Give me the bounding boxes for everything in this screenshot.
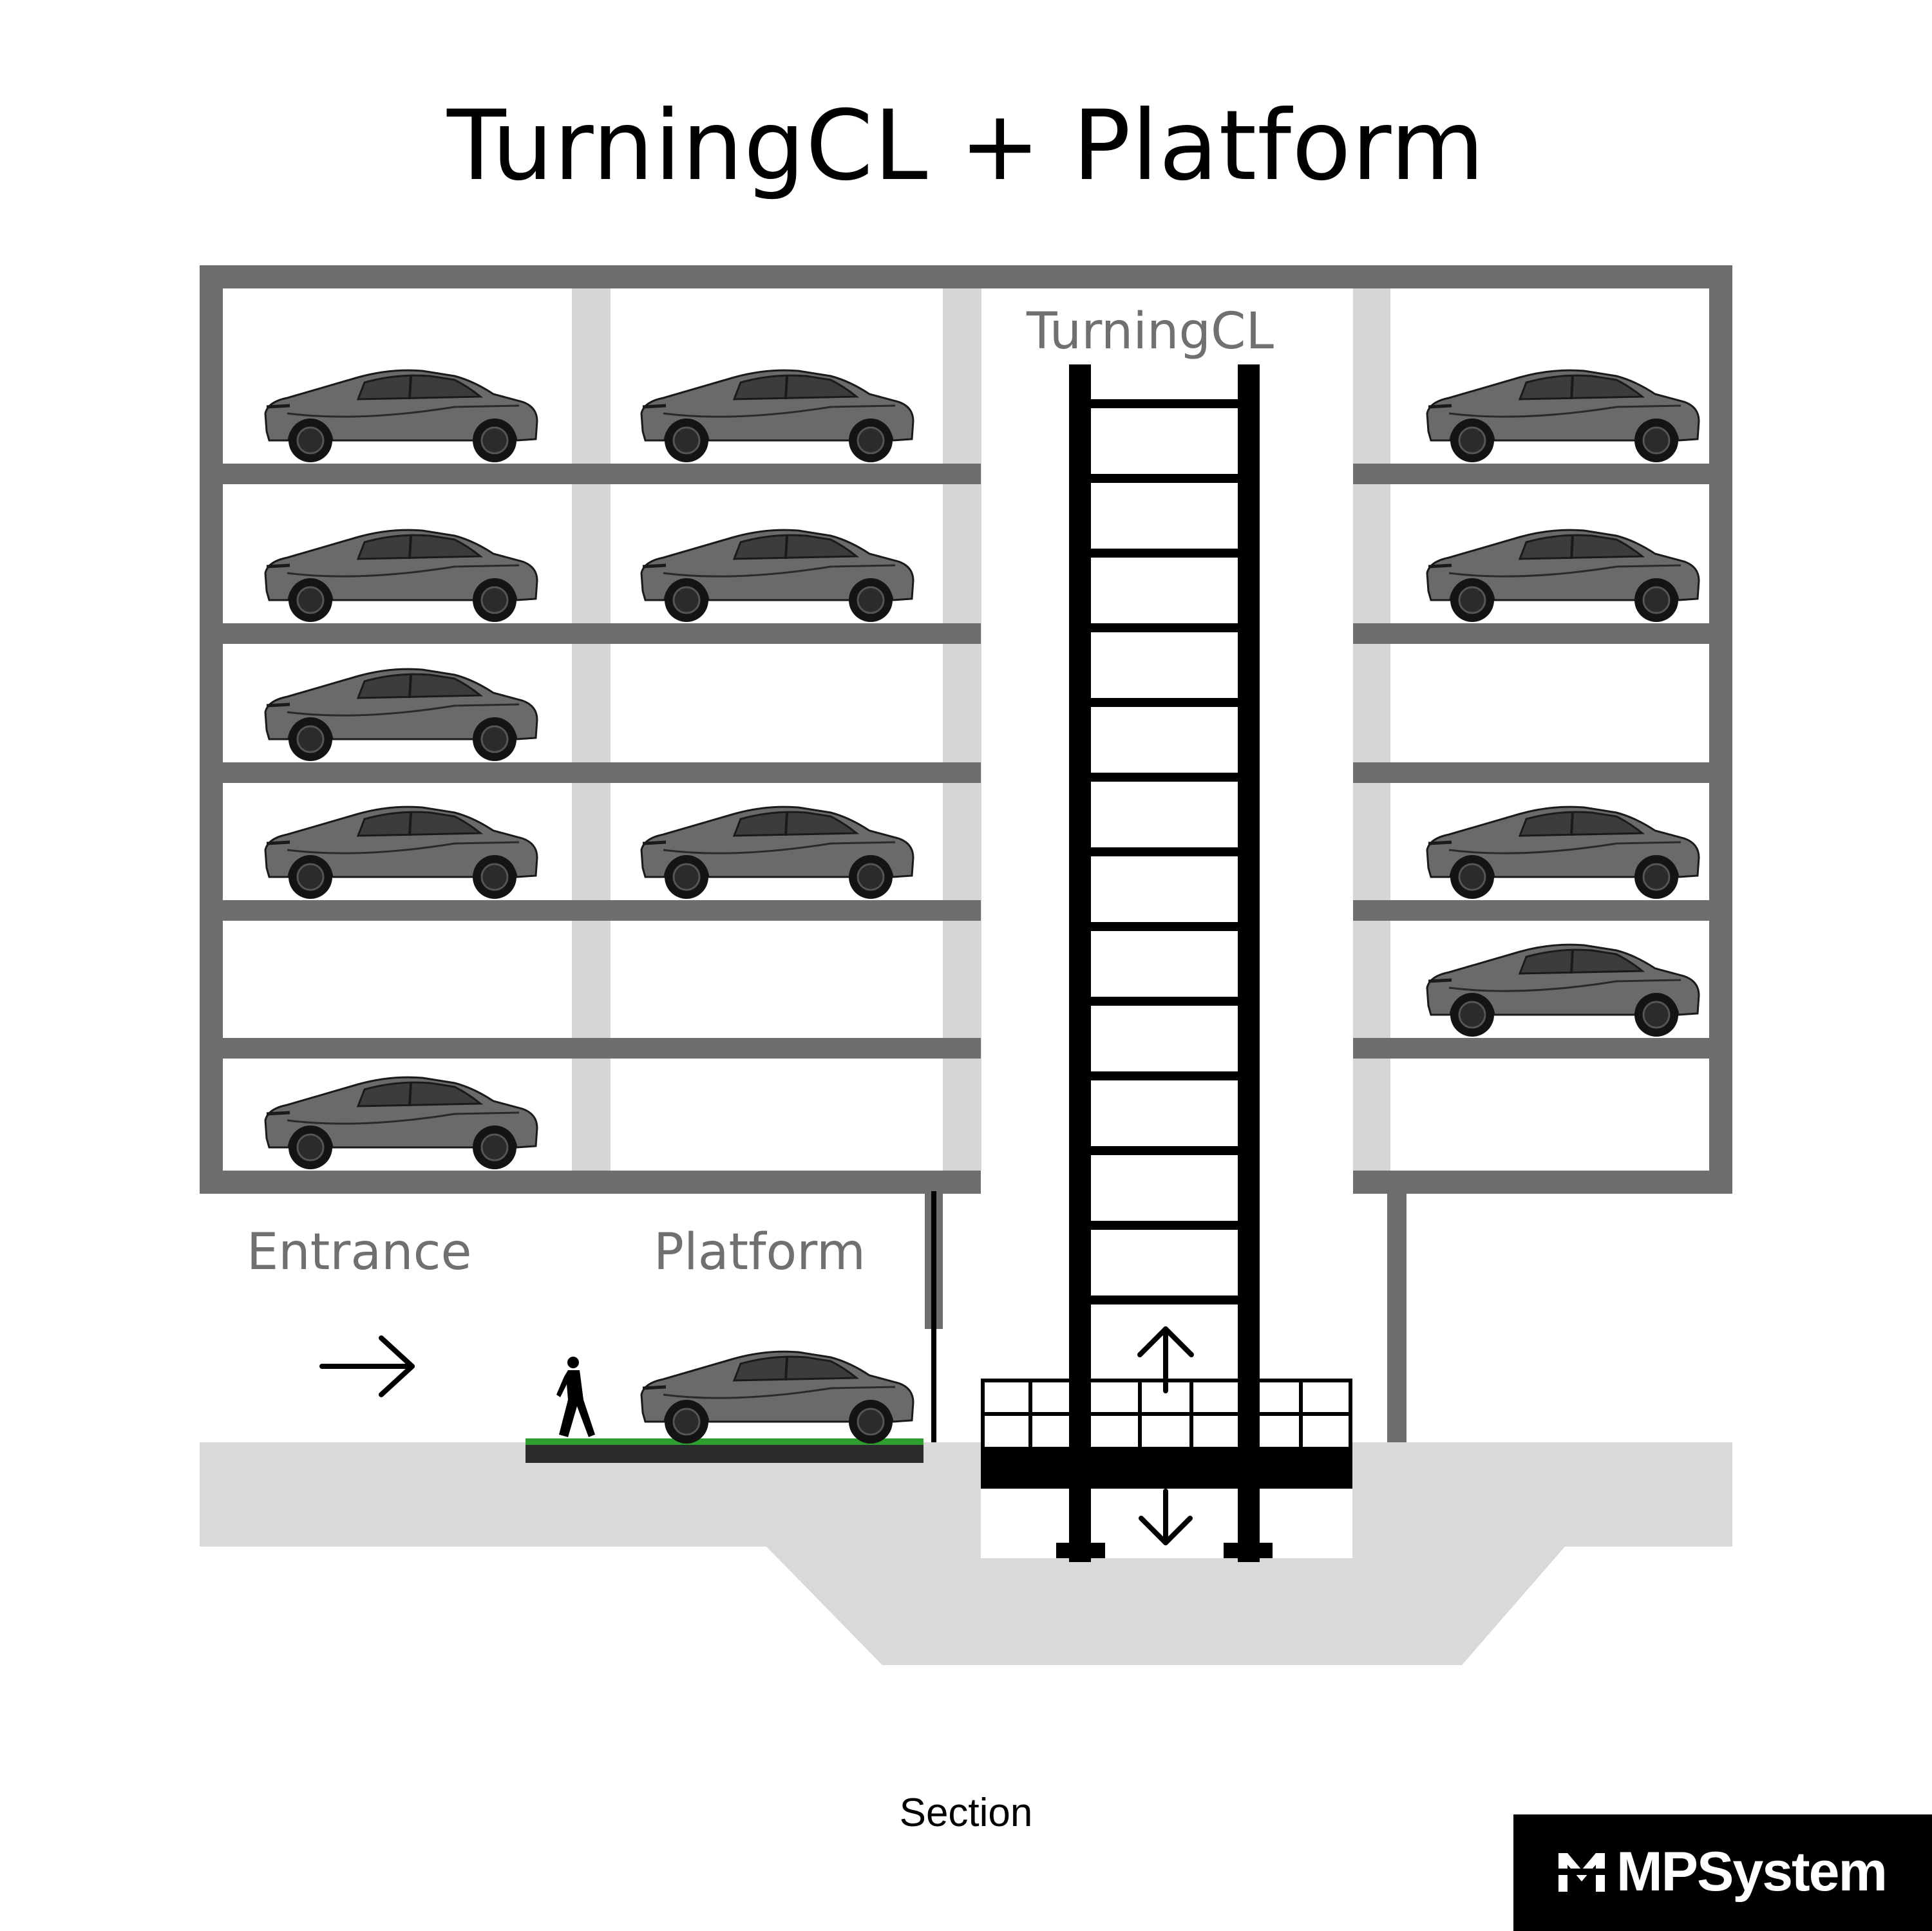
parked-car (1427, 370, 1699, 462)
parked-car (641, 370, 913, 462)
parked-car (1427, 530, 1699, 622)
arrow-down-icon (1139, 1489, 1193, 1545)
parked-car (1427, 807, 1699, 899)
floor-slab-left (200, 762, 981, 783)
brand-badge: MPSystem (1513, 1814, 1932, 1931)
floor-slab-left (200, 900, 981, 921)
structure-frame (200, 265, 1732, 1442)
ground-slab (200, 1442, 1732, 1665)
lift-rung (1091, 847, 1238, 856)
lift-foot (1056, 1543, 1105, 1558)
floor-slab-left (200, 623, 981, 644)
parked-car (265, 530, 537, 622)
column (1353, 288, 1390, 1171)
lift-car-base (981, 1449, 1352, 1489)
roof-beam (200, 265, 1732, 288)
lift-rung (1091, 1146, 1238, 1155)
column (572, 288, 611, 1171)
arrow-head (1139, 1516, 1193, 1545)
floor-slab-right (1353, 623, 1732, 644)
lift-rung (1091, 1221, 1238, 1230)
parked-car (265, 370, 537, 462)
car-on-platform (641, 1352, 913, 1444)
platform-strip (526, 1438, 923, 1445)
platform-base (526, 1445, 923, 1463)
support-column (1387, 1194, 1406, 1442)
floor-slab-left (200, 1171, 981, 1194)
entrance-label: Entrance (247, 1223, 472, 1281)
lift-rung (1091, 1071, 1238, 1080)
gate-post (931, 1191, 936, 1442)
lift-rung (1091, 997, 1238, 1006)
lift-rung (1091, 1295, 1238, 1305)
lift-rung (1091, 698, 1238, 707)
lift-rung (1091, 474, 1238, 483)
column (943, 288, 981, 1171)
floor-slab-right (1353, 464, 1732, 484)
floor-slab-right (1353, 762, 1732, 783)
floor-slab-right (1353, 1038, 1732, 1059)
lift-rung (1091, 623, 1238, 632)
brand-name: MPSystem (1616, 1841, 1888, 1903)
lift-rung (1091, 399, 1238, 408)
parked-car (265, 669, 537, 761)
lift-rung (1091, 773, 1238, 782)
parked-car (641, 807, 913, 899)
floor-slab-left (200, 1038, 981, 1059)
arrow-right-icon (319, 1335, 415, 1397)
lift-rail-right (1238, 364, 1260, 1562)
floor-slab-left (200, 464, 981, 484)
floor-slab-right (1353, 900, 1732, 921)
arrow-up-icon (1137, 1326, 1194, 1393)
lift-rail-left (1069, 364, 1091, 1562)
arrow-head (1137, 1326, 1194, 1357)
lift-label: TurningCL (1027, 303, 1274, 361)
turningcl-lift (981, 364, 1352, 1562)
parked-car (265, 1077, 537, 1169)
parked-car (641, 530, 913, 622)
lift-foot (1224, 1543, 1273, 1558)
mp-logo-icon (1558, 1853, 1605, 1892)
page-title: TurningCL + Platform (447, 90, 1485, 202)
floor-slab-right (1353, 1171, 1732, 1194)
walking-person-icon (556, 1357, 595, 1437)
platform-label: Platform (654, 1223, 866, 1281)
parked-car (1427, 945, 1699, 1037)
lift-rung (1091, 549, 1238, 558)
lift-rung (1091, 922, 1238, 931)
columns (572, 288, 1390, 1171)
section-caption: Section (899, 1791, 1033, 1835)
parked-car (265, 807, 537, 899)
